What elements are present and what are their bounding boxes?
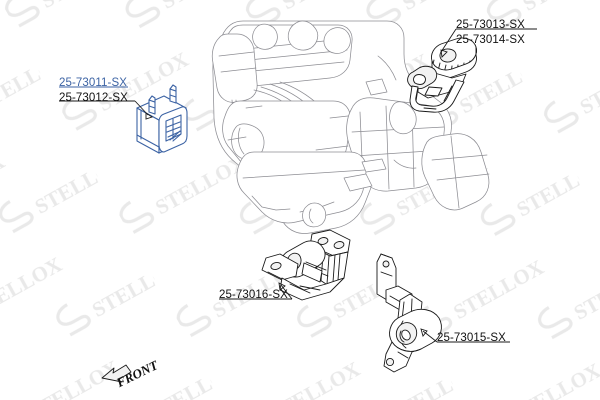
front-marker-label: FRONT (113, 357, 161, 391)
leader-arrow-left (145, 112, 154, 120)
part-left-engine-mount[interactable] (136, 84, 188, 154)
label-left-engine-mount[interactable]: 25-73011-SX 25-73012-SX (59, 76, 128, 106)
leader-arrow-top-right (440, 49, 448, 58)
label-left-primary-code: 25-73011-SX (59, 77, 128, 89)
label-bottom-center-primary-code: 25-73016-SX (219, 289, 288, 301)
leader-arrow-bottom-center (278, 282, 286, 291)
leader-arrow-bottom-right (420, 328, 428, 337)
engine-transmission-assembly (211, 20, 490, 234)
part-right-engine-mount[interactable] (407, 37, 477, 113)
front-direction-arrow (101, 364, 132, 383)
label-rear-engine-mount[interactable]: 25-73016-SX (219, 288, 288, 303)
label-top-right-primary-code: 25-73013-SX (456, 19, 525, 31)
label-bottom-right-primary-code: 25-73015-SX (437, 332, 506, 344)
part-rear-engine-mount[interactable] (261, 229, 351, 301)
leader-line-top-right (440, 28, 457, 53)
label-right-engine-mount[interactable]: 25-73013-SX 25-73014-SX (456, 18, 525, 48)
label-top-right-secondary-code: 25-73014-SX (456, 34, 525, 46)
label-left-secondary-code: 25-73012-SX (59, 92, 128, 104)
label-front-torque-rod[interactable]: 25-73015-SX (437, 331, 506, 346)
part-front-torque-rod[interactable] (376, 253, 442, 373)
